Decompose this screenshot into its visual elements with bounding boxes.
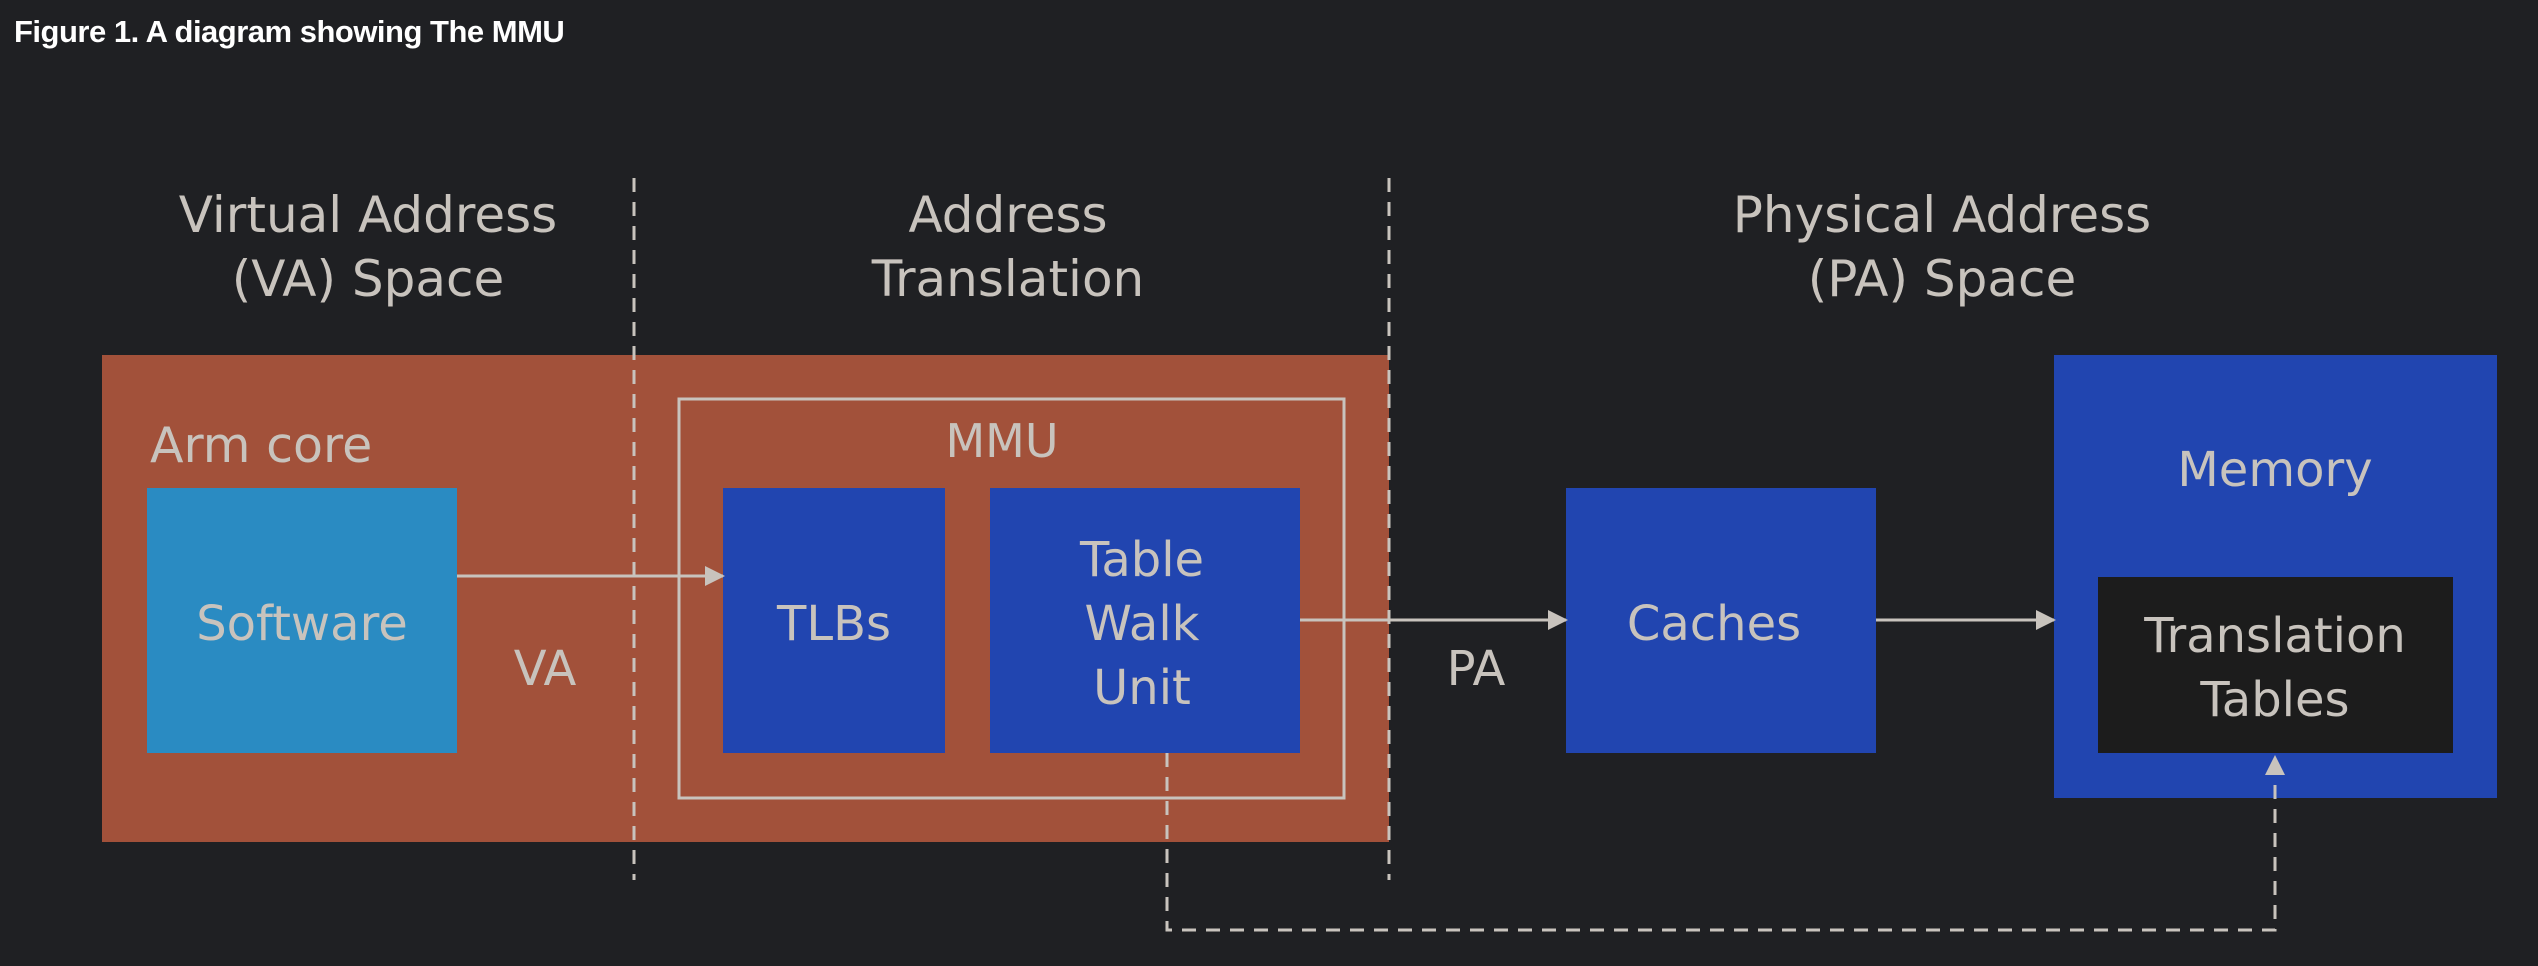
- region-va-space-line1: Virtual Address: [179, 186, 557, 244]
- region-translation-line1: Address: [908, 186, 1107, 244]
- mmu-block: [677, 397, 1346, 800]
- va-label: VA: [514, 641, 577, 697]
- tlbs-block: [723, 488, 945, 753]
- mmu-label: MMU: [945, 414, 1058, 468]
- table-walk-unit-block: [990, 488, 1300, 753]
- pa-label: PA: [1447, 641, 1506, 697]
- software-label: Software: [196, 596, 408, 652]
- region-pa-space-line1: Physical Address: [1733, 186, 2151, 244]
- table-walk-unit-label-line2: Walk: [1085, 596, 1200, 652]
- figure-caption: Figure 1. A diagram showing The MMU: [14, 14, 565, 49]
- software-block: [147, 488, 457, 753]
- translation-tables-label-line2: Tables: [2199, 672, 2349, 728]
- caches-label: Caches: [1627, 596, 1801, 652]
- region-pa-space-line2: (PA) Space: [1808, 250, 2076, 308]
- caches-block: [1566, 488, 1876, 753]
- table-walk-unit-label-line3: Unit: [1093, 660, 1191, 716]
- translation-tables-label-line1: Translation: [2143, 608, 2406, 664]
- region-va-space-line2: (VA) Space: [232, 250, 505, 308]
- memory-label: Memory: [2177, 442, 2372, 498]
- translation-tables-block: [2098, 577, 2453, 753]
- dashed-path-walk-to-tables: [1165, 753, 2285, 932]
- region-translation-line2: Translation: [871, 250, 1144, 308]
- arm-core-label: Arm core: [150, 417, 372, 474]
- table-walk-unit-label-line1: Table: [1079, 532, 1204, 588]
- tlbs-label: TLBs: [776, 596, 891, 652]
